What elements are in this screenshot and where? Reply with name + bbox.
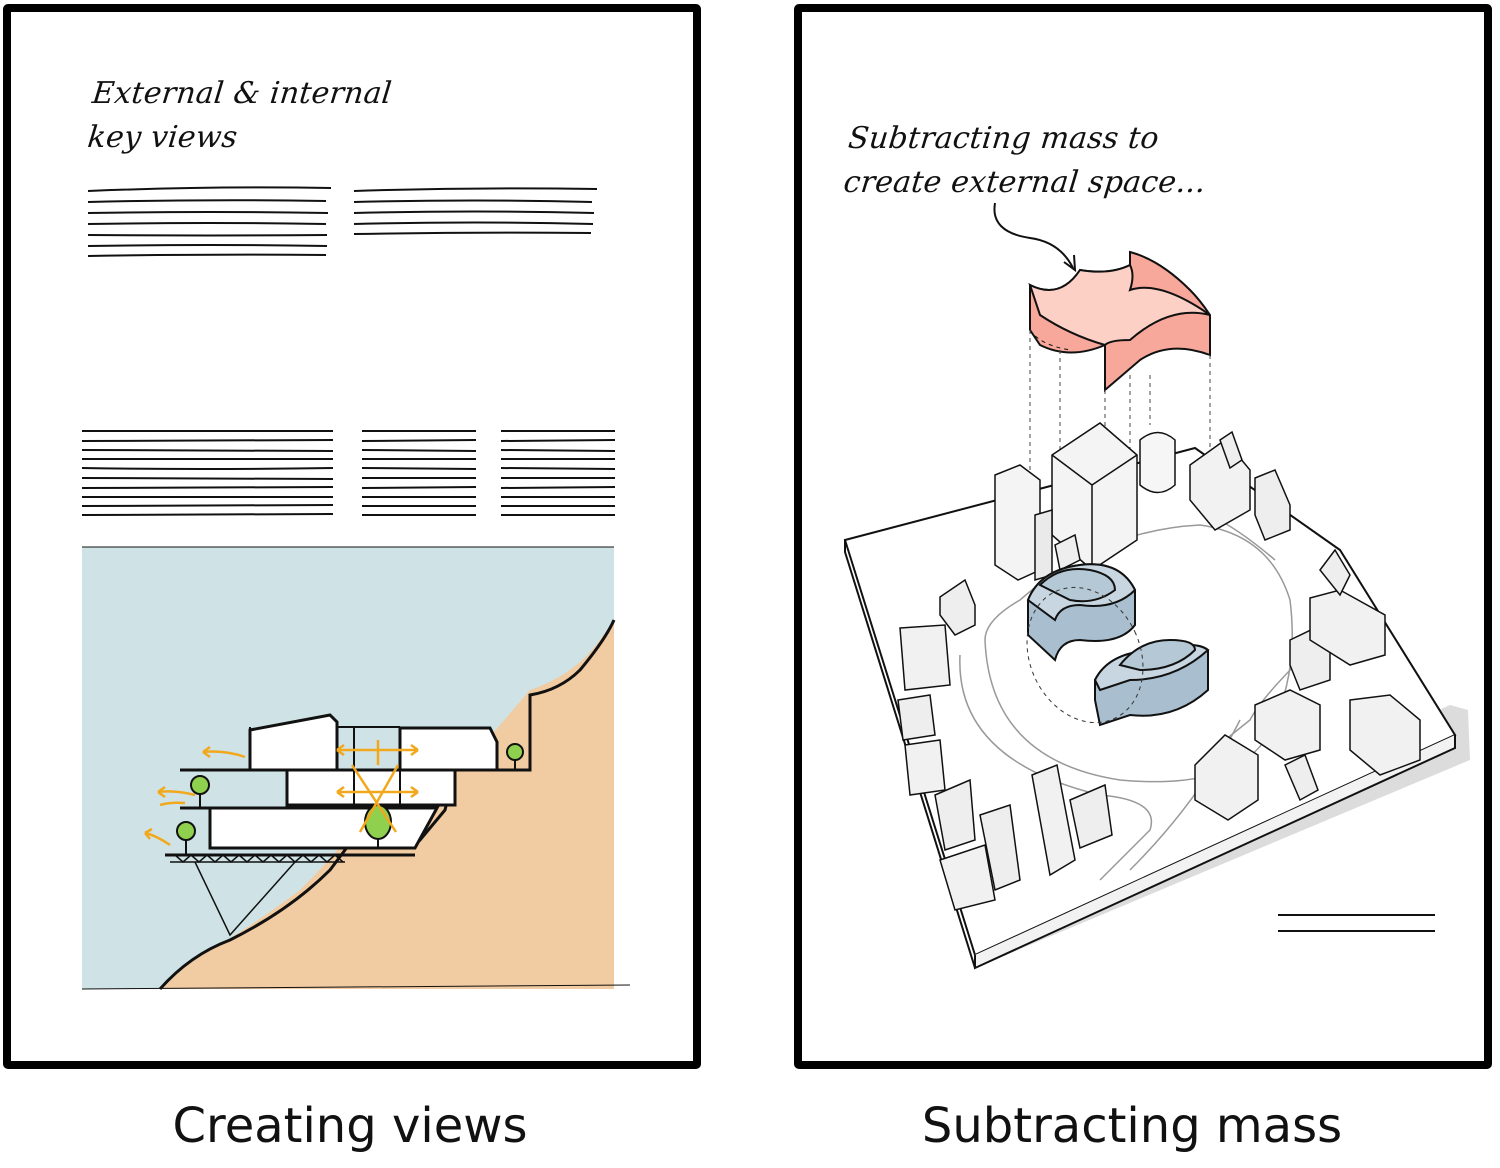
text-placeholder-block-top bbox=[88, 187, 597, 256]
right-panel-caption: Subtracting mass bbox=[782, 1098, 1482, 1154]
pointer-arrow bbox=[994, 203, 1073, 268]
site-model bbox=[845, 423, 1470, 968]
subtracted-mass bbox=[1030, 252, 1210, 390]
section-drawing bbox=[82, 547, 630, 989]
left-panel-caption: Creating views bbox=[0, 1098, 700, 1154]
scale-bar bbox=[1278, 915, 1435, 931]
text-placeholder-block-bottom bbox=[82, 431, 615, 515]
